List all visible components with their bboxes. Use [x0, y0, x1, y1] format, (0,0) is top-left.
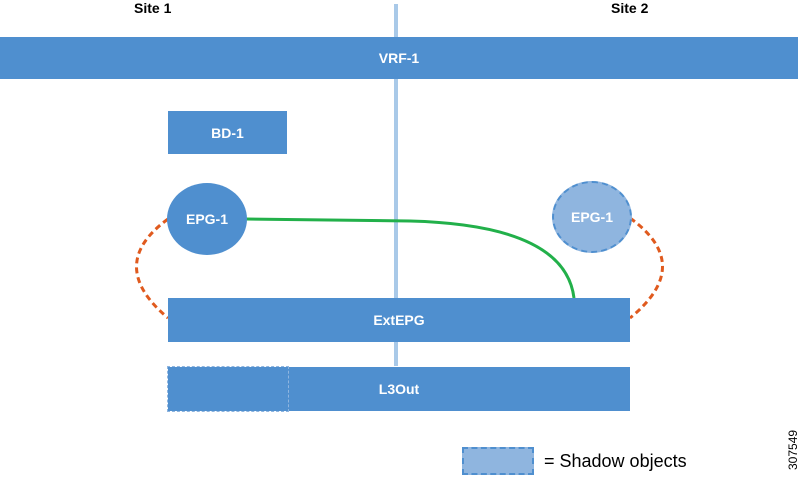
l3out-label: L3Out: [378, 381, 420, 397]
epg-1-site2-label: EPG-1: [570, 209, 613, 225]
epg-1-site1-label: EPG-1: [185, 211, 228, 227]
site-divider: [394, 4, 398, 366]
contract-line: [245, 217, 576, 299]
figure-id: 307549: [786, 429, 800, 470]
epg-1-site1: EPG-1: [167, 183, 247, 255]
bd-label: BD-1: [211, 124, 244, 141]
ext-epg-box: ExtEPG: [168, 298, 630, 342]
bd-box: BD-1: [168, 111, 287, 154]
vrf-box: VRF-1: [0, 37, 798, 79]
vrf-label: VRF-1: [378, 50, 420, 66]
epg-1-site2-shadow: EPG-1: [552, 181, 632, 253]
legend-swatch: [462, 447, 534, 475]
site-2-label: Site 2: [611, 0, 649, 16]
relation-arc-right: [629, 216, 664, 320]
site-1-label: Site 1: [134, 0, 172, 16]
legend-text: = Shadow objects: [544, 451, 687, 471]
ext-epg-label: ExtEPG: [373, 312, 425, 328]
l3out-box: L3Out: [168, 367, 630, 411]
relation-arc-left: [135, 217, 169, 320]
